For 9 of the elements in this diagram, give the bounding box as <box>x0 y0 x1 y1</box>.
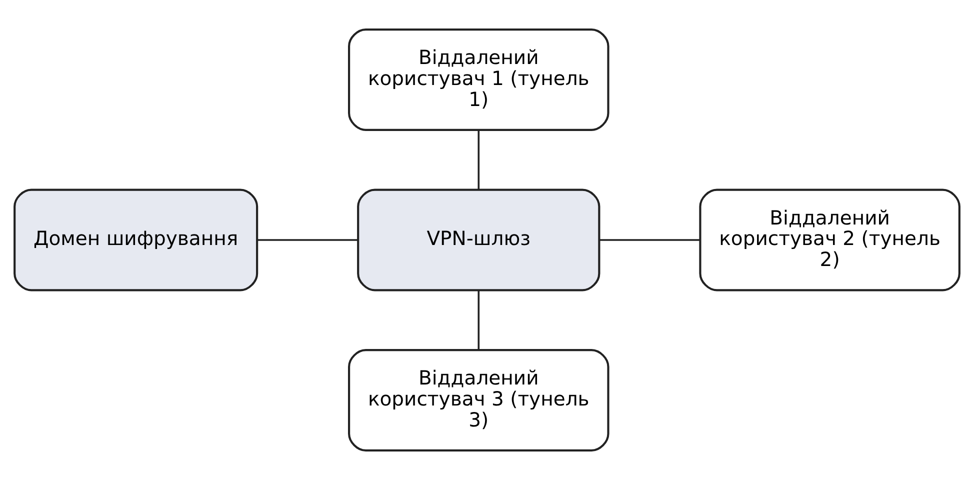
connector <box>478 290 480 350</box>
node-box: Домен шифрування <box>14 188 258 291</box>
node-box: Віддалений користувач 3 (тунель 3) <box>348 348 610 451</box>
node-box: Віддалений користувач 2 (тунель 2) <box>699 188 960 291</box>
node-box: VPN-шлюз <box>357 188 600 291</box>
connector <box>258 238 358 240</box>
connector <box>599 238 700 240</box>
node-box: Віддалений користувач 1 (тунель 1) <box>348 28 610 130</box>
connector <box>478 130 480 190</box>
